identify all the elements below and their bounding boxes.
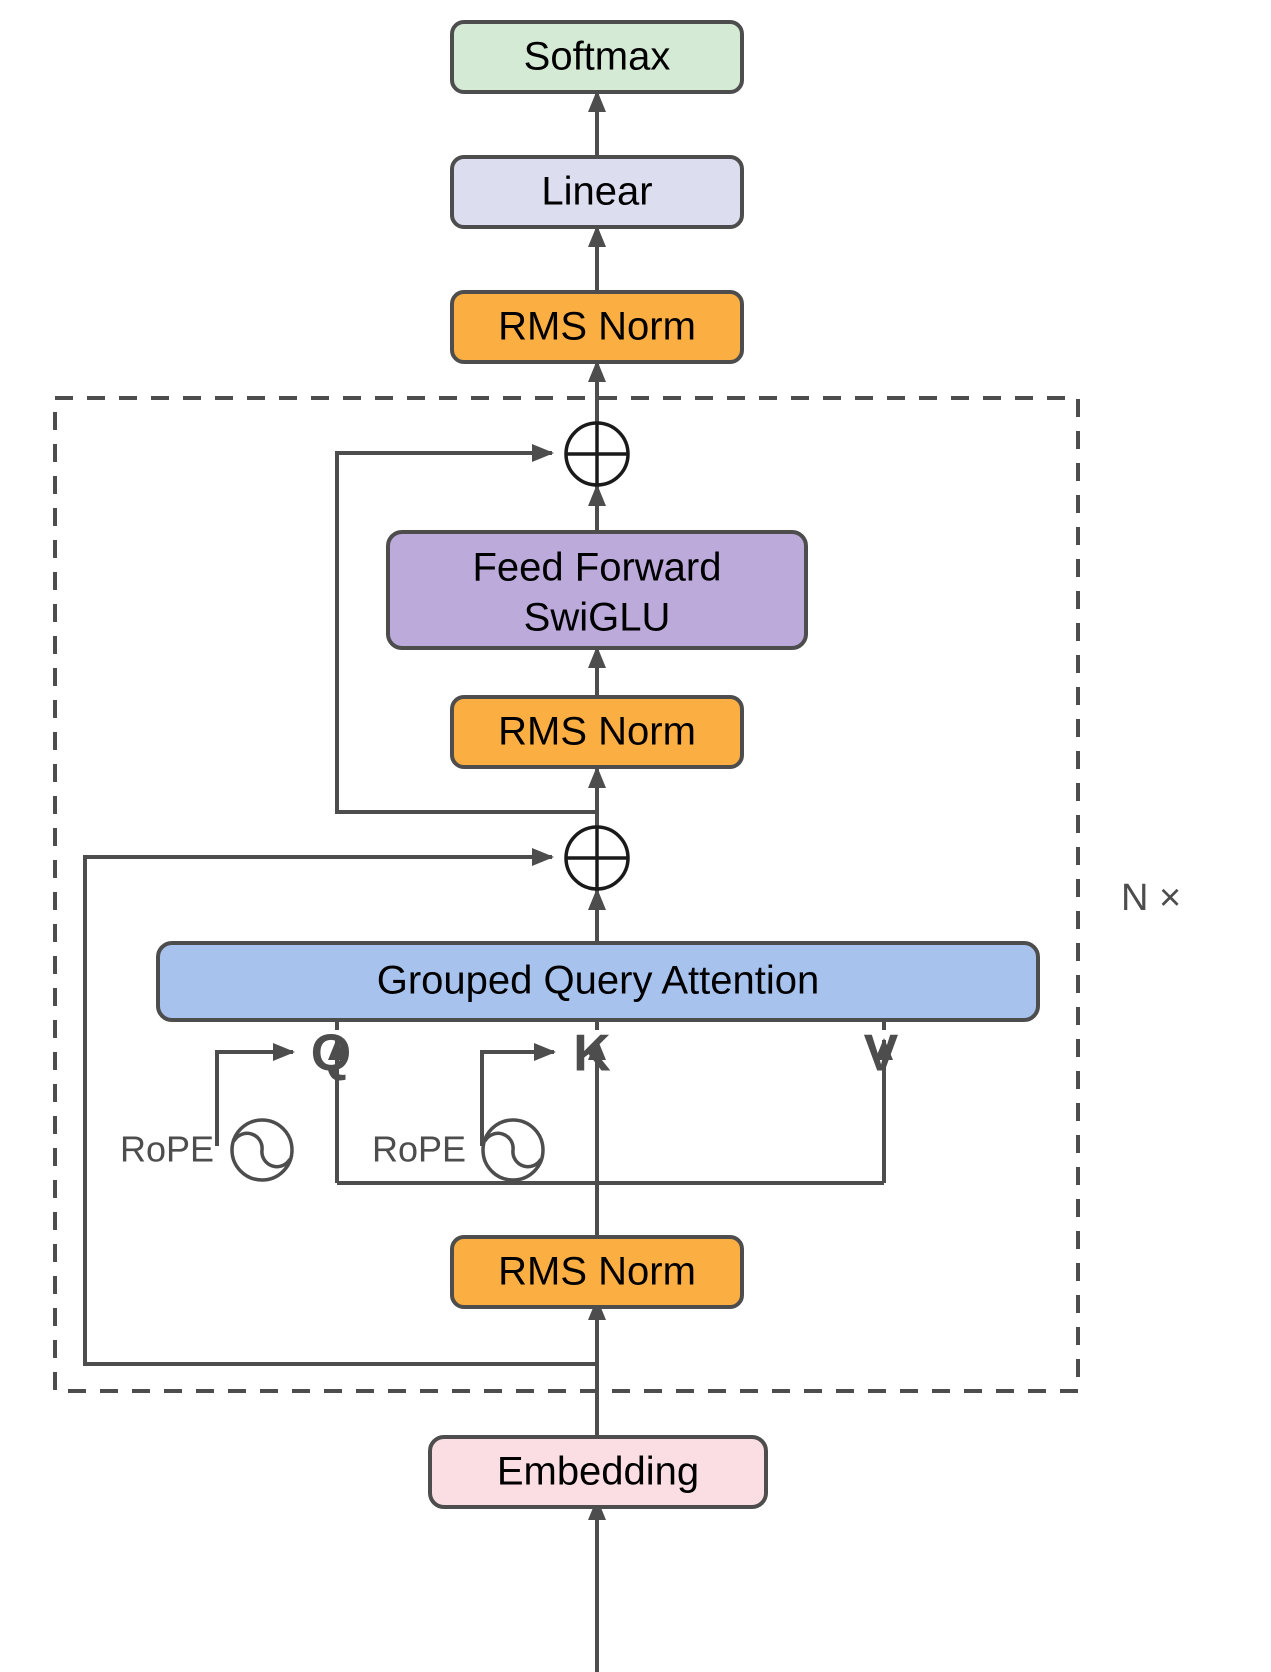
rms-norm-attn-box[interactable] <box>450 1235 744 1309</box>
embedding-label: Embedding <box>497 1450 699 1494</box>
rms-norm-final-label: RMS Norm <box>498 305 696 349</box>
rms-norm-attn-label: RMS Norm <box>498 1250 696 1294</box>
feed-forward-box[interactable] <box>386 530 808 650</box>
rms-norm-final-box[interactable] <box>450 290 744 364</box>
add-operator-feedforward[interactable] <box>564 421 630 487</box>
edge-rope-k-to-k <box>480 1043 556 1146</box>
v-label: V <box>864 1025 899 1083</box>
rms-norm-ffn-box[interactable] <box>450 695 744 769</box>
edge-rope-q-to-q <box>215 1043 295 1146</box>
rope-q-label: RoPE <box>120 1129 214 1170</box>
softmax-label: Softmax <box>524 35 671 79</box>
edge-feedforward-residual <box>335 444 597 814</box>
rope-k[interactable]: RoPE <box>372 1118 545 1182</box>
feed-forward-label-line2: SwiGLU <box>524 596 671 640</box>
rms-norm-ffn-label: RMS Norm <box>498 710 696 754</box>
node-rms-norm-ffn[interactable]: RMS Norm <box>450 695 744 769</box>
q-label: Q <box>311 1025 351 1083</box>
linear-box[interactable] <box>450 155 744 229</box>
linear-label: Linear <box>541 170 652 214</box>
attention-box[interactable] <box>156 941 1040 1022</box>
node-rms-norm-final[interactable]: RMS Norm <box>450 290 744 364</box>
node-linear[interactable]: Linear <box>450 155 744 229</box>
repeat-count-label: N × <box>1121 877 1181 919</box>
embedding-box[interactable] <box>428 1435 768 1509</box>
softmax-box[interactable] <box>450 20 744 94</box>
rope-q[interactable]: RoPE <box>120 1118 294 1182</box>
node-grouped-query-attention[interactable]: Grouped Query Attention <box>156 941 1040 1022</box>
add-operator-attention[interactable] <box>564 825 630 891</box>
k-label: K <box>573 1025 611 1083</box>
rope-k-label: RoPE <box>372 1129 466 1170</box>
edge-attention-residual <box>83 848 597 1366</box>
repeated-block-container <box>53 396 1080 1393</box>
rope-q-icon <box>230 1118 294 1182</box>
attention-label: Grouped Query Attention <box>377 959 820 1003</box>
node-embedding[interactable]: Embedding <box>428 1435 768 1509</box>
node-softmax[interactable]: Softmax <box>450 20 744 94</box>
feed-forward-label-line1: Feed Forward <box>473 546 722 590</box>
node-rms-norm-attention[interactable]: RMS Norm <box>450 1235 744 1309</box>
node-feed-forward[interactable]: Feed Forward SwiGLU <box>386 530 808 650</box>
rope-k-icon <box>481 1118 545 1182</box>
